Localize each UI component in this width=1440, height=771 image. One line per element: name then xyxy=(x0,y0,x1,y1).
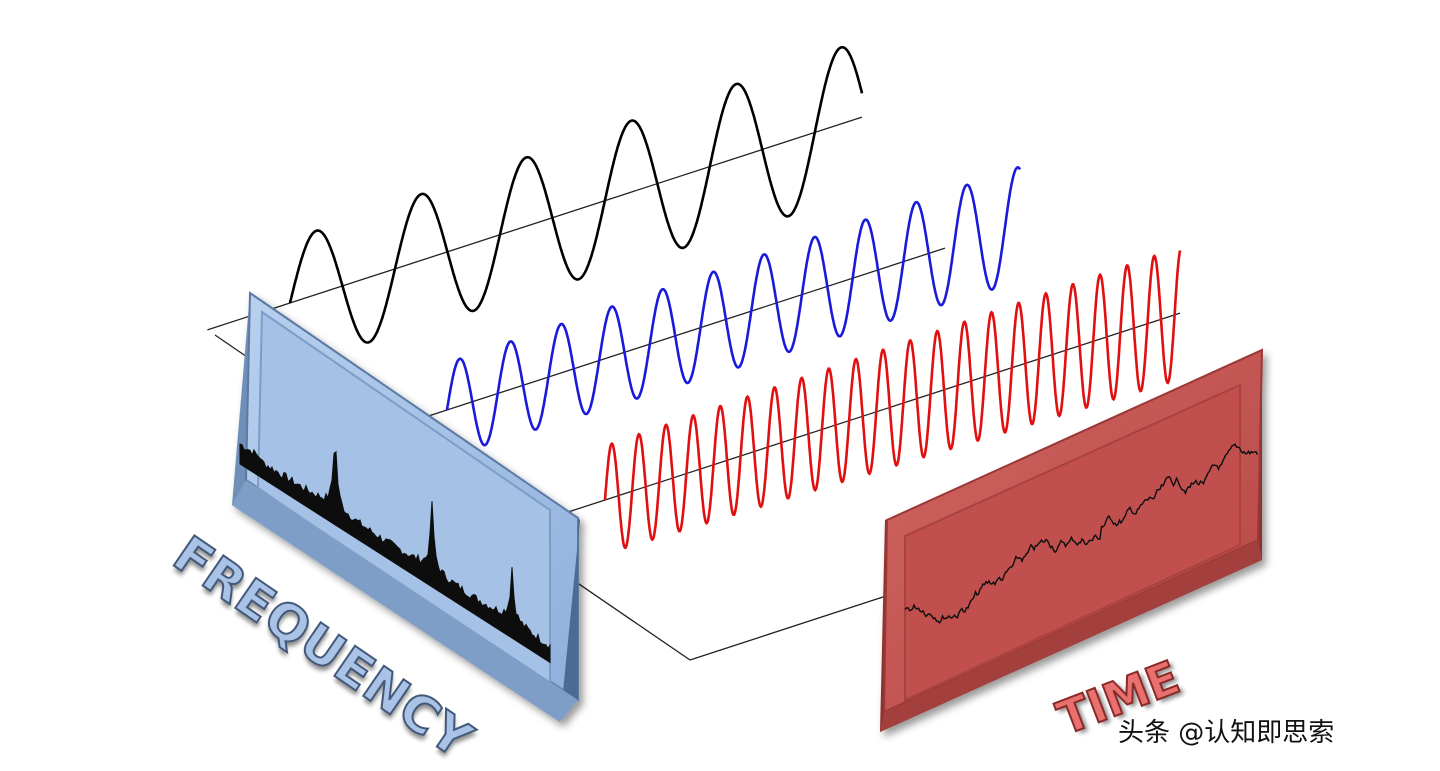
wave-mid-frequency xyxy=(445,166,1022,447)
wave-high-frequency xyxy=(603,250,1182,550)
baseline-mid-frequency xyxy=(363,247,946,438)
watermark: 头条 @认知即思索 xyxy=(1118,718,1335,748)
frequency-spectrum xyxy=(239,443,551,664)
wave-low-frequency xyxy=(288,45,864,344)
frequency-panel xyxy=(232,291,580,722)
waves xyxy=(288,45,1182,550)
baseline-low-frequency xyxy=(207,116,863,331)
time-signal xyxy=(904,443,1259,624)
time-panel xyxy=(880,348,1264,732)
